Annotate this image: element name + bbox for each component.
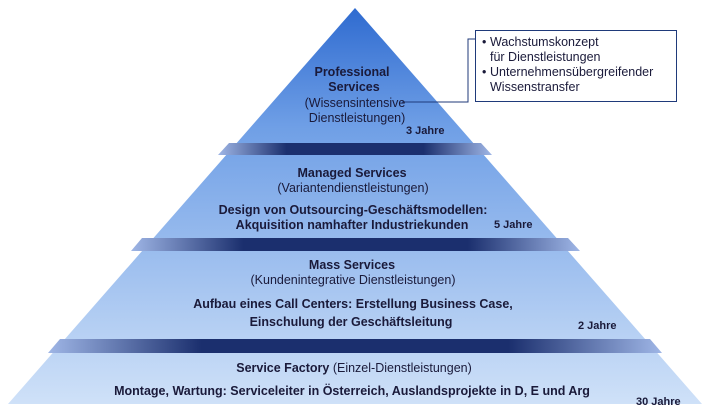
factory-heading: Service Factory (Einzel-Dienstleistungen… (236, 361, 472, 376)
band-1 (218, 143, 492, 155)
managed-title: Managed Services (297, 166, 407, 180)
professional-title-line2: Services (328, 80, 380, 94)
professional-subtitle: (Wissensintensive (304, 96, 406, 110)
pyramid-body (8, 8, 702, 404)
band-2 (131, 238, 580, 251)
mass-detail-line2: Einschulung der Geschäftsleitung (249, 315, 453, 329)
callout-item-line: Unternehmensübergreifender (490, 65, 654, 79)
callout-item: • Wachstumskonzept für Dienstleistungen (482, 35, 670, 65)
callout-item: • Unternehmensübergreifender Wissenstran… (482, 65, 670, 95)
mass-years: 2 Jahre (578, 320, 617, 332)
mass-subtitle: (Kundenintegrative Dienstleistungen) (250, 273, 456, 287)
managed-years: 5 Jahre (494, 219, 533, 231)
professional-years: 3 Jahre (406, 125, 445, 137)
callout-box: • Wachstumskonzept für Dienstleistungen … (475, 30, 677, 102)
managed-detail: Design von Outsourcing-Geschäftsmodellen… (218, 203, 488, 217)
professional-title: Professional (314, 65, 390, 79)
callout-item-line: für Dienstleistungen (490, 50, 601, 64)
callout-item-line: Wissenstransfer (490, 80, 580, 94)
mass-title: Mass Services (308, 258, 396, 272)
factory-detail: Montage, Wartung: Serviceleiter in Öster… (114, 384, 590, 398)
factory-years: 30 Jahre (636, 396, 681, 408)
callout-item-line: Wachstumskonzept (490, 35, 599, 49)
band-3 (48, 339, 662, 353)
callout-connector (402, 38, 475, 103)
managed-detail-line2: Akquisition namhafter Industriekunden (235, 218, 469, 232)
bullet: • (482, 65, 487, 79)
factory-subtitle: (Einzel-Dienstleistungen) (332, 361, 472, 375)
managed-subtitle: (Variantendienstleistungen) (277, 181, 429, 195)
professional-subtitle-line2: Dienstleistungen) (308, 111, 406, 125)
bullet: • (482, 35, 487, 49)
factory-title: Service Factory (236, 361, 330, 375)
mass-detail: Aufbau eines Call Centers: Erstellung Bu… (193, 297, 513, 311)
